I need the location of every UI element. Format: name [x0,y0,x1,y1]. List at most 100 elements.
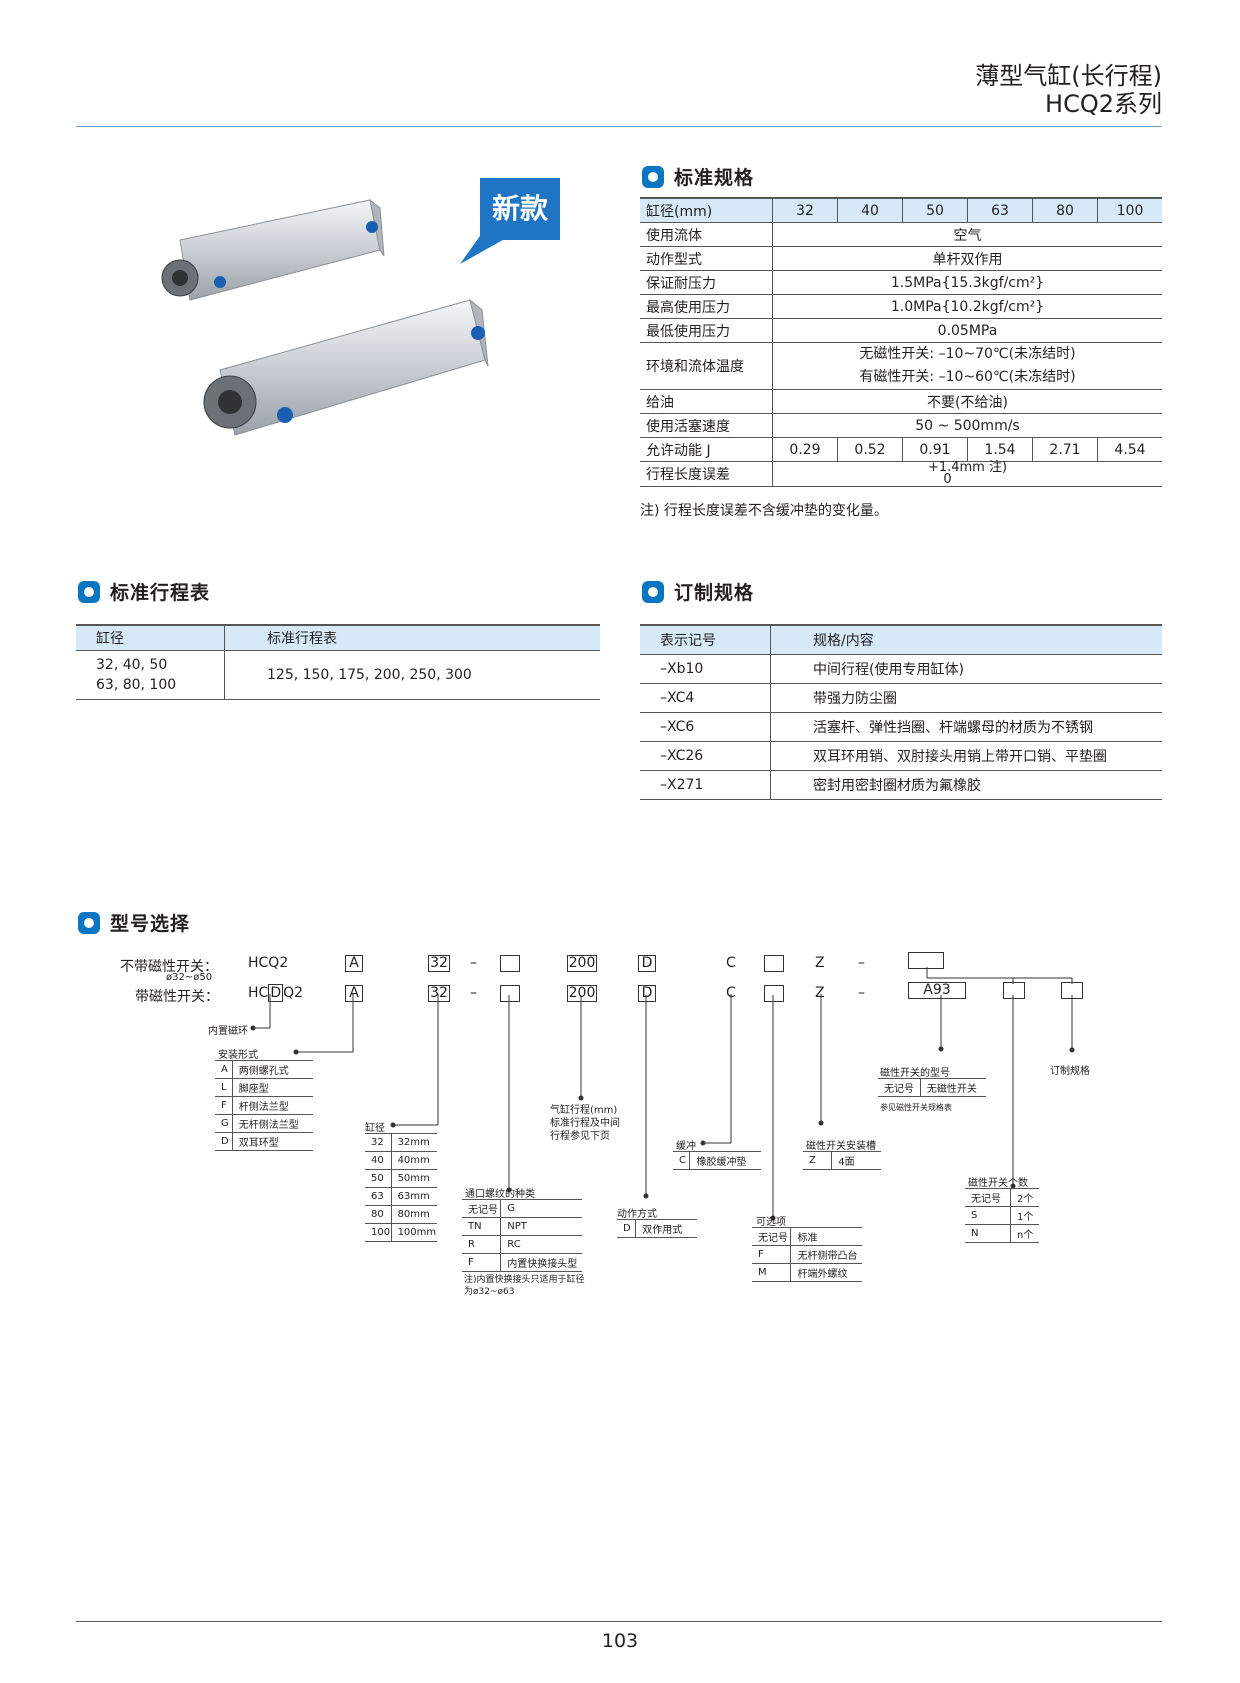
tol-note: 注) [988,460,1008,475]
section-bullet-icon [642,580,664,603]
option-row: 无记号标准 [752,1227,862,1246]
option-value: 无杆侧带凸台 [790,1245,862,1264]
spec-bore: 80 [1032,197,1098,223]
stroke-box: 200 [567,955,597,972]
switch-row: 无记号无磁性开关 [878,1078,986,1097]
spec-row-value: +1.4mm 注) 0 [772,460,1162,487]
spec-bore: 63 [967,197,1033,223]
spec-row-value: 0.05MPa [772,318,1162,343]
spec-row-value: 1.0MPa{10.2kgf/cm²} [772,294,1162,319]
standard-spec-title: 标准规格 [674,167,755,189]
switch-table: 无记号无磁性开关 [878,1078,986,1097]
count-key: S [965,1206,1011,1225]
count-title: 磁性开关个数 [968,1178,1028,1189]
spec-row-label: 最高使用压力 [640,294,773,319]
option-key: 无记号 [752,1227,792,1246]
temp-line-2: 有磁性开关: –10~60℃(未冻结时) [859,369,1076,385]
dash: – [858,955,865,971]
section-bullet-icon [78,911,100,934]
model-series: HCQ2 [248,955,289,971]
custom-col-code: 表示记号 [640,624,771,655]
stroke-head-row: 缸径 标准行程表 [76,624,600,651]
thread-value: NPT [500,1217,582,1236]
thread-value: G [500,1199,582,1218]
custom-code: –XC4 [640,683,771,713]
custom-label: 订制规格 [1050,1066,1090,1077]
bore-value: 40mm [391,1151,437,1170]
bore-key: 40 [365,1151,392,1170]
page-header: 薄型气缸(长行程) HCQ2系列 [975,62,1162,118]
thread-value: RC [500,1235,582,1254]
mount-value: 无杆侧法兰型 [232,1114,313,1133]
mount-value: 杆侧法兰型 [232,1096,313,1115]
cushion-code: C [726,955,736,971]
custom-desc: 带强力防尘圈 [770,683,1162,713]
model-title: 型号选择 [110,913,191,935]
stroke-table-title: 标准行程表 [110,582,211,604]
stroke-col-bore: 缸径 [76,624,225,651]
option-value: 标准 [790,1227,862,1246]
series-prefix: HC [248,985,269,1001]
mount-key: D [215,1132,233,1151]
mount-key: A [215,1060,233,1079]
thread-key: 无记号 [462,1199,502,1218]
custom-code: –Xb10 [640,654,771,684]
thread-key: F [462,1253,502,1272]
energy-value: 0.91 [902,437,968,462]
mount-value: 双耳环型 [232,1132,313,1151]
spec-bore: 40 [837,197,903,223]
spec-row-value: 空气 [772,222,1162,247]
slot-value: 4面 [831,1151,881,1170]
count-box [1003,982,1025,999]
stroke-values: 125, 150, 175, 200, 250, 300 [224,650,600,700]
dash: – [470,955,477,971]
action-key: D [617,1219,637,1238]
dash: – [470,985,477,1001]
standard-spec-heading: 标准规格 [642,163,754,190]
spec-row-label: 使用活塞速度 [640,413,773,438]
action-box: D [638,985,656,1002]
spec-bore: 100 [1097,197,1162,223]
spec-row-label: 环境和流体温度 [640,342,773,390]
energy-value: 0.52 [837,437,903,462]
custom-code: –XC26 [640,741,771,771]
custom-col-desc: 规格/内容 [770,624,1162,655]
spec-row-label: 给油 [640,389,773,414]
bore-key: 32 [365,1133,392,1152]
stroke-note-line2: 标准行程及中间 [550,1118,620,1129]
section-bullet-icon [642,165,664,188]
switch-value: 无磁性开关 [920,1078,986,1097]
switch-box [908,952,944,969]
bore-key: 100 [365,1223,392,1242]
custom-spec-title: 订制规格 [674,582,755,604]
spec-row-label: 允许动能 J [640,437,773,462]
energy-value: 0.29 [772,437,838,462]
spec-row-energy: 允许动能 J 0.29 0.52 0.91 1.54 2.71 4.54 [640,437,1162,462]
spec-bore: 50 [902,197,968,223]
bore-key: 80 [365,1205,392,1224]
switch-title: 磁性开关的型号 [880,1068,950,1079]
standard-spec-table: 缸径(mm) 32 40 50 63 80 100 使用流体空气 动作型式单杆双… [640,197,1162,487]
thread-note-line1: 注)内置快换接头只适用于缸径 [464,1275,585,1285]
stroke-note: 气缸行程(mm) 标准行程及中间 行程参见下页 [550,1104,620,1143]
dash: – [858,985,865,1001]
stroke-row: 32, 40, 50 63, 80, 100 125, 150, 175, 20… [76,650,600,700]
mount-value: 两侧螺孔式 [232,1060,313,1079]
option-value: 杆端外螺纹 [790,1263,862,1282]
